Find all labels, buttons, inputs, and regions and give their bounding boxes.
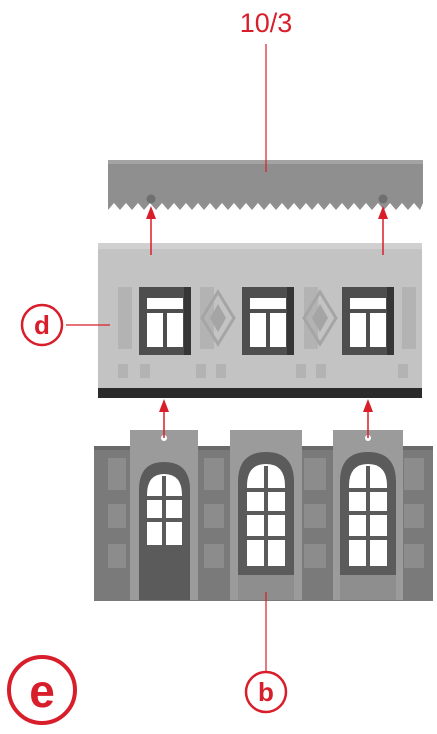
upper-window-1 [139,287,191,355]
part-d-wall [98,243,422,398]
part-d-base-strip [98,388,422,398]
label-part-b: b [258,677,274,707]
part-b-wall [94,430,433,601]
peg-hole-left [147,195,156,204]
lower-door-bay [130,430,198,600]
upper-window-2 [242,287,294,355]
label-part-10-3: 10/3 [240,8,293,38]
label-part-d: d [34,310,50,340]
lower-window-bay-center [230,430,302,600]
step-label-e: e [29,665,55,717]
peg-hole-right [379,195,388,204]
upper-window-3 [342,287,394,355]
lower-window-bay-right [333,430,403,600]
